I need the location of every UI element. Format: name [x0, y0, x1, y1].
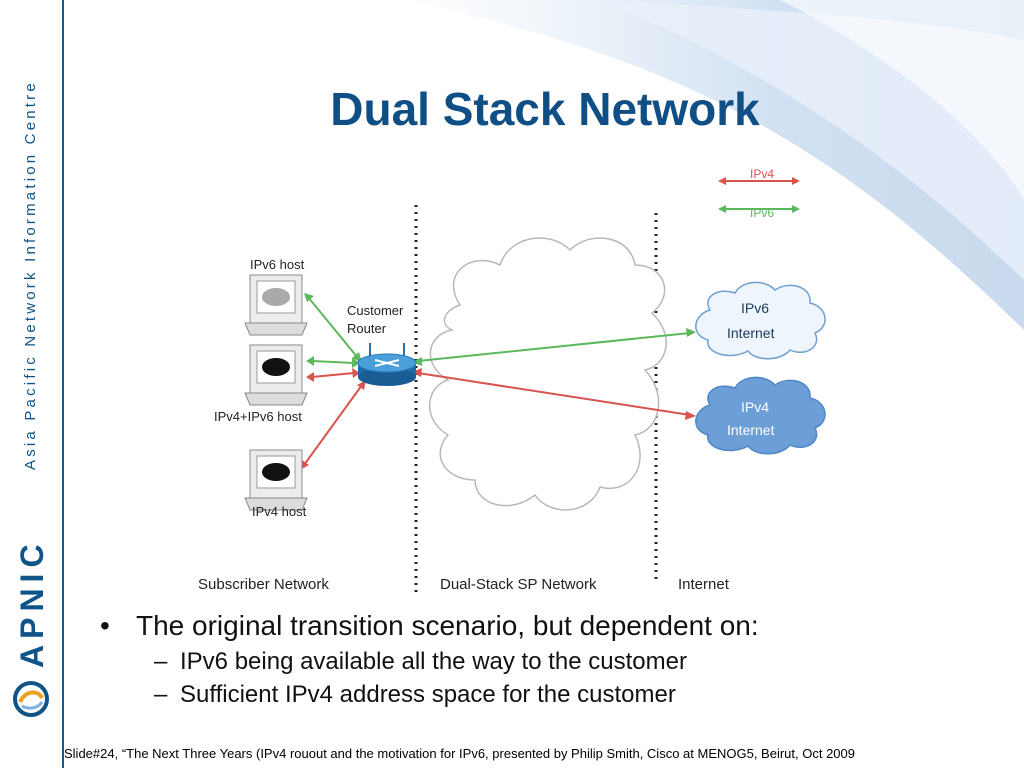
- zone-label-subscriber: Subscriber Network: [198, 576, 329, 593]
- ipv4-link-ipv4host: [300, 380, 366, 470]
- ipv4-host-label: IPv4 host: [252, 504, 307, 519]
- ipv6-internet-cloud: [695, 281, 826, 360]
- ipv4-cloud-label-2: Internet: [727, 422, 775, 438]
- sub-bullet-item: – Sufficient IPv4 address space for the …: [96, 681, 996, 714]
- bullet-text: The original transition scenario, but de…: [136, 610, 759, 641]
- network-diagram: IPv4 IPv6 IPv6 Internet IPv4 Internet: [198, 167, 832, 595]
- dual-stack-host-icon: [244, 344, 308, 406]
- ipv4-internet-cloud: [695, 376, 826, 455]
- ipv6-cloud-label-2: Internet: [727, 325, 775, 341]
- bullet-item: • The original transition scenario, but …: [96, 610, 996, 648]
- ipv4-link-router-internet: [412, 368, 696, 420]
- customer-router-icon: [357, 343, 417, 386]
- ipv6-host-label: IPv6 host: [250, 257, 305, 272]
- router-label-2: Router: [347, 321, 387, 336]
- bullet-marker: •: [100, 610, 110, 641]
- router-label-1: Customer: [347, 303, 404, 318]
- sub-bullet-text: IPv6 being available all the way to the …: [180, 648, 687, 675]
- zone-label-internet: Internet: [678, 576, 730, 593]
- legend-ipv6-label: IPv6: [750, 206, 774, 220]
- legend-ipv4: IPv4: [718, 167, 800, 185]
- ipv6-link-router-internet: [412, 328, 696, 366]
- ipv6-link-dualhost: [306, 356, 360, 368]
- legend-ipv6: IPv6: [718, 205, 800, 220]
- zone-label-sp: Dual-Stack SP Network: [440, 576, 597, 593]
- page-number: 26: [18, 742, 30, 756]
- bullet-list: • The original transition scenario, but …: [96, 610, 996, 714]
- brand-name-vertical: APNIC: [14, 538, 50, 668]
- apnic-logo-icon: [13, 681, 49, 717]
- slide-footer: Slide#24, “The Next Three Years (IPv4 ro…: [64, 746, 855, 761]
- sub-bullet-item: – IPv6 being available all the way to th…: [96, 648, 996, 681]
- sub-bullet-text: Sufficient IPv4 address space for the cu…: [180, 681, 676, 708]
- ipv6-cloud-label-1: IPv6: [741, 300, 769, 316]
- sp-cloud: [428, 237, 667, 511]
- ipv4-cloud-label-1: IPv4: [741, 399, 769, 415]
- sidebar: Asia Pacific Network Information Centre …: [0, 0, 64, 768]
- dual-stack-host-label: IPv4+IPv6 host: [214, 409, 302, 424]
- ipv4-host-icon: [244, 449, 308, 511]
- legend-ipv4-label: IPv4: [750, 167, 774, 181]
- legend-box: [702, 170, 832, 278]
- ipv6-host-icon: [244, 274, 308, 336]
- sub-bullet-marker: –: [154, 648, 168, 675]
- sub-bullet-marker: –: [154, 681, 168, 708]
- org-name-vertical: Asia Pacific Network Information Centre: [22, 80, 39, 470]
- ipv4-link-dualhost: [306, 368, 360, 382]
- slide-title: Dual Stack Network: [330, 83, 760, 135]
